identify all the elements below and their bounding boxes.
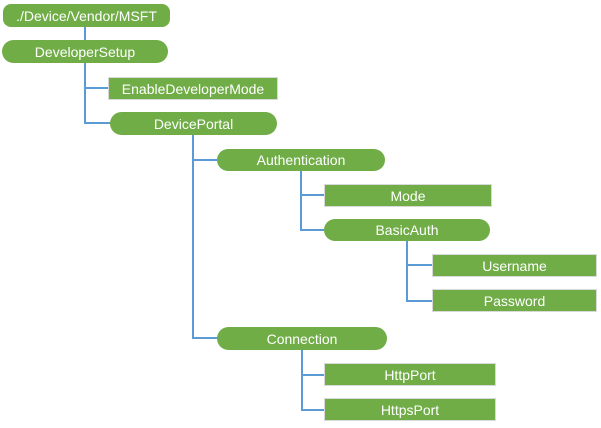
connector-branch-password [406, 300, 433, 302]
tree-node-password: Password [432, 289, 597, 312]
connector-basicauth-stem [406, 241, 408, 302]
connector-authentication-stem [300, 171, 302, 231]
tree-node-enabledevelopermode: EnableDeveloperMode [108, 77, 278, 100]
tree-node-mode: Mode [324, 184, 492, 207]
connector-branch-basicauth [300, 229, 325, 231]
connector-branch-mode [300, 194, 325, 196]
tree-node-httpport: HttpPort [324, 363, 496, 386]
connector-branch-httpport [301, 374, 325, 376]
tree-node-basicauth: BasicAuth [324, 219, 490, 241]
connector-developersetup-stem [84, 63, 86, 124]
tree-node-authentication: Authentication [217, 149, 385, 171]
tree-node-httpsport: HttpsPort [324, 398, 496, 421]
connector-branch-authentication [192, 159, 218, 161]
connector-branch-deviceportal [84, 122, 111, 124]
tree-node-deviceportal: DevicePortal [110, 112, 277, 135]
connector-branch-httpsport [301, 409, 325, 411]
connector-branch-username [406, 264, 433, 266]
tree-node-connection: Connection [217, 327, 387, 350]
connector-branch-enabledevelopermode [84, 87, 109, 89]
connector-root-to-developersetup [84, 27, 86, 40]
connector-branch-connection [192, 337, 218, 339]
connector-connection-stem [301, 350, 303, 411]
tree-node-developersetup: DeveloperSetup [2, 40, 168, 63]
connector-deviceportal-stem [192, 135, 194, 339]
tree-node-root: ./Device/Vendor/MSFT [3, 4, 170, 27]
tree-node-username: Username [432, 254, 597, 277]
